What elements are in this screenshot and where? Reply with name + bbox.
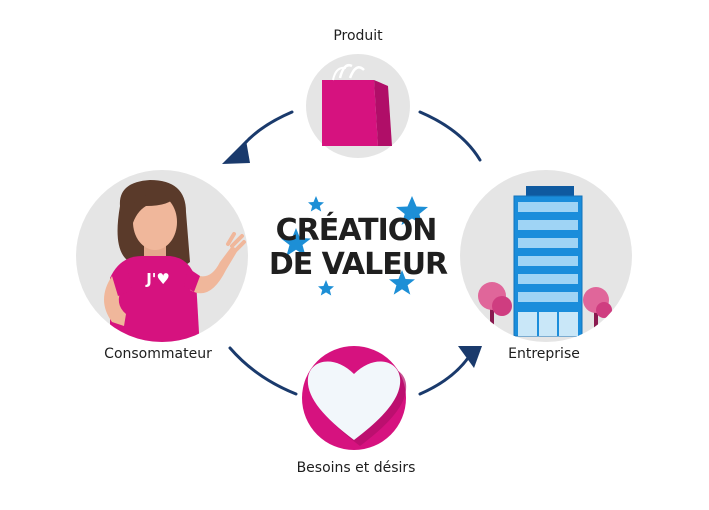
- shirt-text: J'♥: [145, 270, 170, 288]
- star-icons: [281, 196, 428, 296]
- woman-avatar-icon: [104, 180, 246, 342]
- arrowhead-entreprise-icon: [458, 346, 482, 368]
- node-consommateur: J'♥: [76, 170, 248, 342]
- connector-produit-to-entreprise: [418, 110, 482, 162]
- label-besoins: Besoins et désirs: [296, 460, 416, 476]
- label-produit: Produit: [333, 28, 383, 44]
- center-title-line2: DE VALEUR: [269, 247, 448, 282]
- building-icon: [478, 186, 612, 337]
- arrowhead-consommateur-icon: [222, 140, 250, 164]
- heart-icon: [307, 361, 401, 440]
- star-icon: [281, 228, 311, 256]
- shopping-bag-icon: [322, 64, 392, 146]
- connector-consommateur-to-besoins: [228, 346, 298, 396]
- star-icon: [389, 270, 415, 295]
- node-produit: [306, 54, 410, 158]
- node-besoins: [302, 346, 407, 450]
- arrow-besoins-to-entreprise: [418, 356, 470, 396]
- star-icon: [396, 196, 428, 225]
- center-title-line1: CRÉATION: [276, 212, 437, 248]
- label-entreprise: Entreprise: [508, 346, 580, 362]
- node-entreprise: [460, 170, 632, 342]
- label-consommateur: Consommateur: [104, 346, 212, 362]
- star-icon: [318, 280, 334, 296]
- star-icon: [308, 196, 324, 212]
